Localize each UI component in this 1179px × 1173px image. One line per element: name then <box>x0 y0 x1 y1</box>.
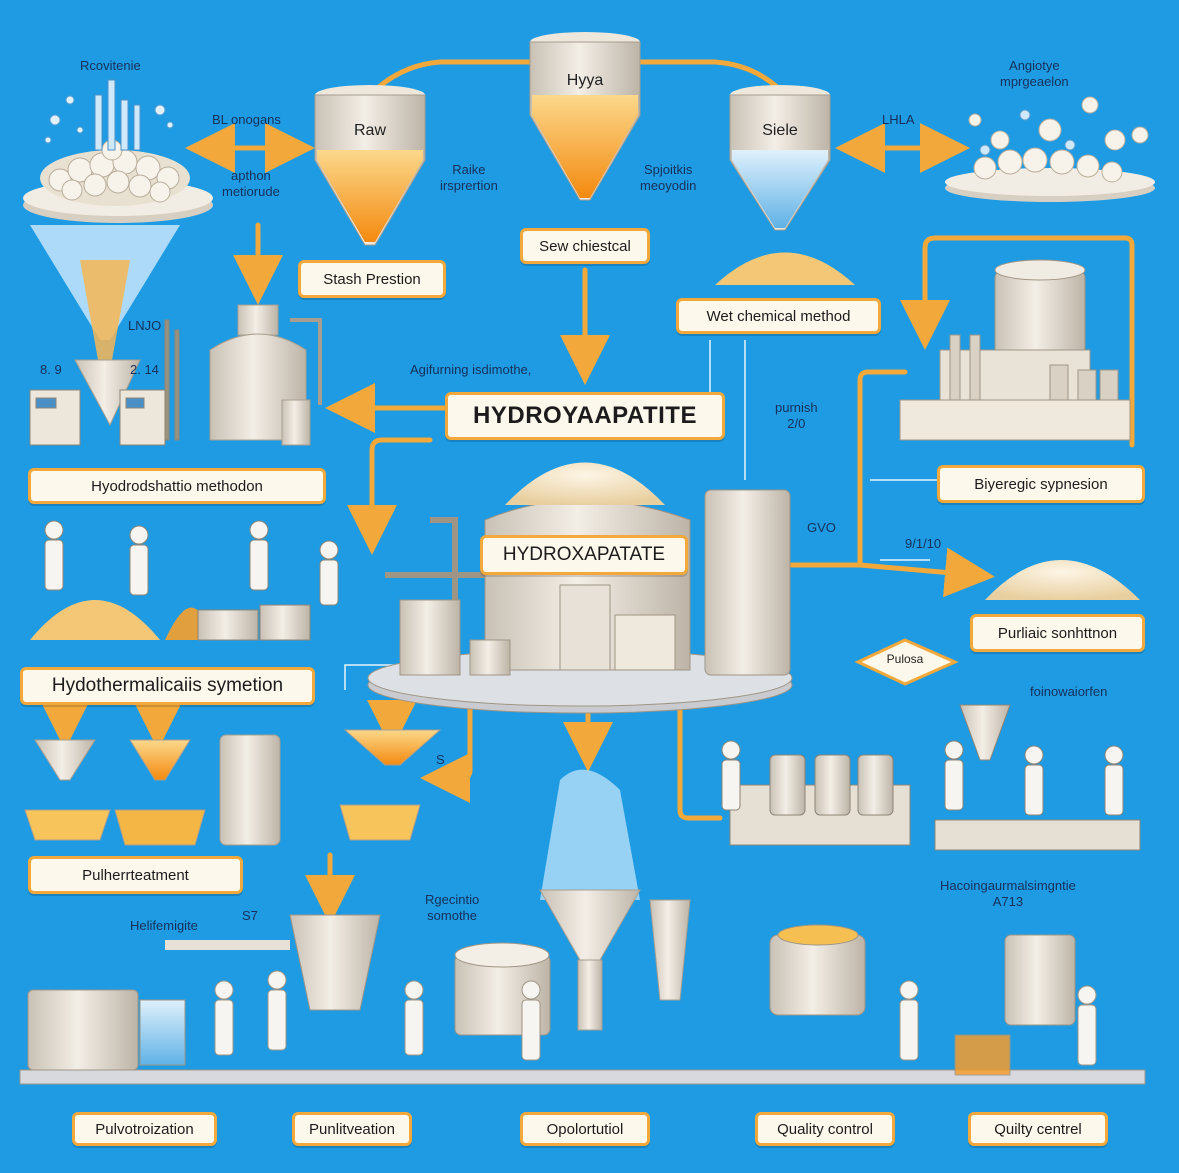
label-sew-chiestcal: Sew chiestcal <box>520 228 650 264</box>
note-helif: Helifemigite <box>130 918 198 933</box>
pulsa-diamond <box>854 638 959 686</box>
hya-hopper-label: Hyya <box>566 72 604 89</box>
funnel-row <box>24 729 442 846</box>
ball-platform-right <box>945 96 1155 202</box>
label-hydroyaapatite: HYDROYAAPATITE <box>445 392 725 440</box>
label-hydothermal: Hydothermalicaiis symetion <box>20 667 315 705</box>
note-9710: 9/1/10 <box>905 536 942 551</box>
powder-pile-top <box>715 252 855 285</box>
label-biyeregic: Biyeregic sypnesion <box>937 465 1145 503</box>
hya-hopper <box>529 32 641 201</box>
spray-funnel <box>30 225 180 427</box>
note-purnish: purnish 2/0 <box>775 400 818 431</box>
note-spjoitkis: Spjoitkis meoyodin <box>640 162 697 193</box>
workers-right <box>721 704 1141 851</box>
note-s7: S7 <box>242 908 258 923</box>
note-hacoing: Hacoingaurmalsimgntie A713 <box>940 878 1076 909</box>
note-gvo: GVO <box>807 520 836 535</box>
label-bottom-5: Quilty centrel <box>968 1112 1108 1146</box>
siele-hopper <box>729 85 831 231</box>
small-machines-left <box>29 319 180 446</box>
flow-connectors <box>40 59 1135 925</box>
note-89: 8. 9 <box>40 362 62 377</box>
note-rgecintio: Rgecintio somothe <box>425 892 480 923</box>
note-foinowaiorfen: foinowaiorfen <box>1030 684 1108 699</box>
label-wet-chemical-method: Wet chemical method <box>676 298 881 334</box>
note-s: S <box>436 752 445 767</box>
note-lnjo: LNJO <box>128 318 162 333</box>
note-bl-onogans: BL onogans <box>212 112 281 127</box>
label-pulherrteatment: Pulherrteatment <box>28 856 243 894</box>
label-bottom-1: Pulvotroization <box>72 1112 217 1146</box>
spray-column <box>539 769 691 1031</box>
reactor-tank <box>209 304 322 446</box>
label-hydrodshattio: Hyodrodshattio methodon <box>28 468 326 504</box>
label-bottom-4: Quality control <box>755 1112 895 1146</box>
note-angiotye: Angiotye mprgeaelon <box>1000 58 1069 89</box>
bottom-floor <box>19 914 1146 1085</box>
workers-left <box>30 520 339 641</box>
siele-hopper-label: Siele <box>762 122 798 139</box>
synthesis-machinery <box>899 259 1131 441</box>
powder-pile-right <box>985 560 1140 600</box>
label-stash-prestion: Stash Prestion <box>298 260 446 298</box>
note-apthon: apthon metiorude <box>222 168 280 199</box>
label-purliaic: Purliaic sonhttnon <box>970 614 1145 652</box>
label-hydroxapatate: HYDROXAPATATE <box>480 535 688 575</box>
raw-hopper-label: Raw <box>353 122 386 139</box>
central-factory <box>367 462 793 714</box>
note-agifurning: Agifurning isdimothe, <box>410 362 532 377</box>
label-bottom-3: Opolortutiol <box>520 1112 650 1146</box>
note-raike: Raike irsprertion <box>440 162 498 193</box>
note-lhla: LHLA <box>882 112 915 127</box>
raw-material-pile <box>23 79 213 223</box>
label-pulsa: Pulosa <box>886 652 924 666</box>
note-rcovitenie: Rcovitenie <box>80 58 141 73</box>
note-214: 2. 14 <box>130 362 159 377</box>
raw-hopper <box>314 85 426 246</box>
label-bottom-2: Punlitveation <box>292 1112 412 1146</box>
